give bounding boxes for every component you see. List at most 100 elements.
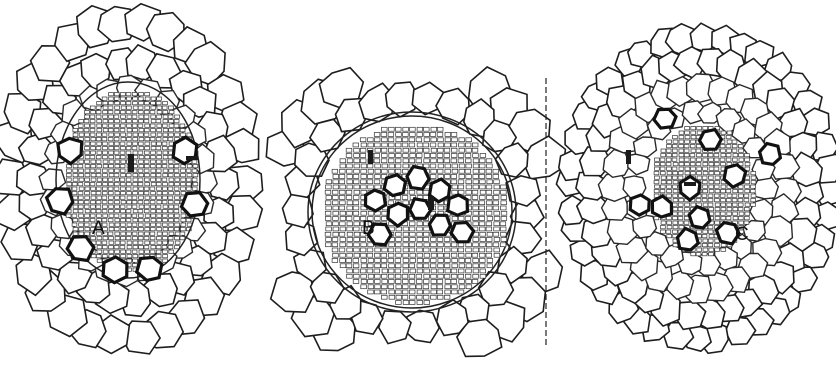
- stele-cell: [333, 206, 339, 210]
- stele-cell: [375, 164, 381, 168]
- pith-cell: [127, 142, 132, 145]
- pith-cell: [162, 147, 167, 150]
- stele-cell: [487, 232, 493, 236]
- pith-cell: [187, 165, 192, 168]
- phloem-cell: [721, 131, 726, 134]
- stele-cell: [487, 164, 493, 168]
- stele-cell: [410, 253, 416, 257]
- pith-cell: [126, 93, 131, 96]
- stele-cell: [417, 227, 423, 231]
- stele-cell: [360, 159, 366, 163]
- pith-cell: [85, 187, 90, 190]
- pith-cell: [114, 187, 119, 190]
- stele-cell: [409, 264, 415, 268]
- stele-cell: [389, 164, 395, 168]
- stele-cell: [486, 190, 492, 194]
- label-c: C: [735, 224, 749, 245]
- phloem-cell: [703, 127, 708, 130]
- pith-cell: [127, 205, 132, 208]
- pith-cell: [151, 115, 156, 118]
- stele-cell: [417, 264, 423, 268]
- pith-cell: [145, 214, 150, 217]
- phloem-cell: [708, 194, 713, 197]
- phloem-cell: [691, 127, 696, 130]
- phloem-cell: [661, 154, 666, 157]
- stele-cell: [354, 232, 360, 236]
- stele-cell: [375, 169, 381, 173]
- stele-cell: [431, 274, 437, 278]
- stele-cell: [354, 159, 360, 163]
- stele-cell: [382, 295, 388, 299]
- stele-cell: [479, 264, 485, 268]
- pith-cell: [78, 196, 83, 199]
- phloem-cell: [715, 172, 720, 175]
- stele-cell: [382, 138, 388, 142]
- stele-cell: [493, 196, 499, 200]
- stele-cell: [417, 301, 423, 305]
- stele-cell: [396, 295, 402, 299]
- protoxylem-mark: [186, 156, 198, 160]
- pith-cell: [151, 133, 156, 136]
- pith-cell: [163, 255, 168, 258]
- pith-cell: [126, 147, 131, 150]
- stele-cell: [353, 180, 359, 184]
- stele-cell: [438, 143, 444, 147]
- stele-cell: [465, 274, 471, 278]
- stele-cell: [354, 169, 360, 173]
- stele-cell: [409, 301, 415, 305]
- pith-cell: [151, 214, 156, 217]
- pith-cell: [139, 187, 144, 190]
- pith-cell: [157, 97, 162, 100]
- pith-cell: [169, 124, 174, 127]
- stele-cell: [346, 259, 352, 263]
- pith-cell: [181, 228, 186, 231]
- stele-cell: [367, 248, 373, 252]
- pith-cell: [174, 120, 179, 123]
- stele-cell: [417, 190, 423, 194]
- stele-cell: [487, 180, 493, 184]
- pith-cell: [103, 106, 108, 109]
- stele-cell: [473, 222, 479, 226]
- stele-cell: [368, 290, 374, 294]
- phloem-cell: [673, 208, 678, 211]
- pith-cell: [145, 196, 150, 199]
- pith-cell: [138, 201, 143, 204]
- pith-cell: [192, 160, 197, 163]
- stele-cell: [381, 290, 387, 294]
- pith-cell: [72, 214, 77, 217]
- pith-cell: [91, 196, 96, 199]
- stele-cell: [480, 232, 486, 236]
- stele-cell: [409, 280, 415, 284]
- stele-cell: [486, 169, 492, 173]
- pith-cell: [127, 201, 132, 204]
- stele-cell: [430, 175, 436, 179]
- pith-cell: [114, 174, 119, 177]
- pith-cell: [145, 138, 150, 141]
- phloem-cell: [685, 163, 690, 166]
- pith-cell: [115, 223, 120, 226]
- stele-cell: [473, 164, 479, 168]
- pith-cell: [180, 124, 185, 127]
- stele-cell: [479, 206, 485, 210]
- phloem-cell: [679, 226, 684, 229]
- pith-cell: [133, 228, 138, 231]
- xylem-vessel: [182, 193, 208, 216]
- pith-cell: [133, 120, 138, 123]
- pith-cell: [115, 120, 120, 123]
- phloem-cell: [720, 158, 725, 161]
- phloem-cell: [691, 149, 696, 152]
- pith-cell: [90, 169, 95, 172]
- stele-cell: [402, 138, 408, 142]
- stele-cell: [402, 295, 408, 299]
- stele-cell: [346, 190, 352, 194]
- stele-cell: [409, 138, 415, 142]
- pith-cell: [181, 178, 186, 181]
- pith-cell: [109, 156, 114, 159]
- pith-cell: [97, 178, 102, 181]
- phloem-cell: [672, 149, 677, 152]
- stele-cell: [395, 269, 401, 273]
- stele-cell: [451, 143, 457, 147]
- pith-cell: [162, 142, 167, 145]
- pith-cell: [132, 124, 137, 127]
- pith-cell: [168, 187, 173, 190]
